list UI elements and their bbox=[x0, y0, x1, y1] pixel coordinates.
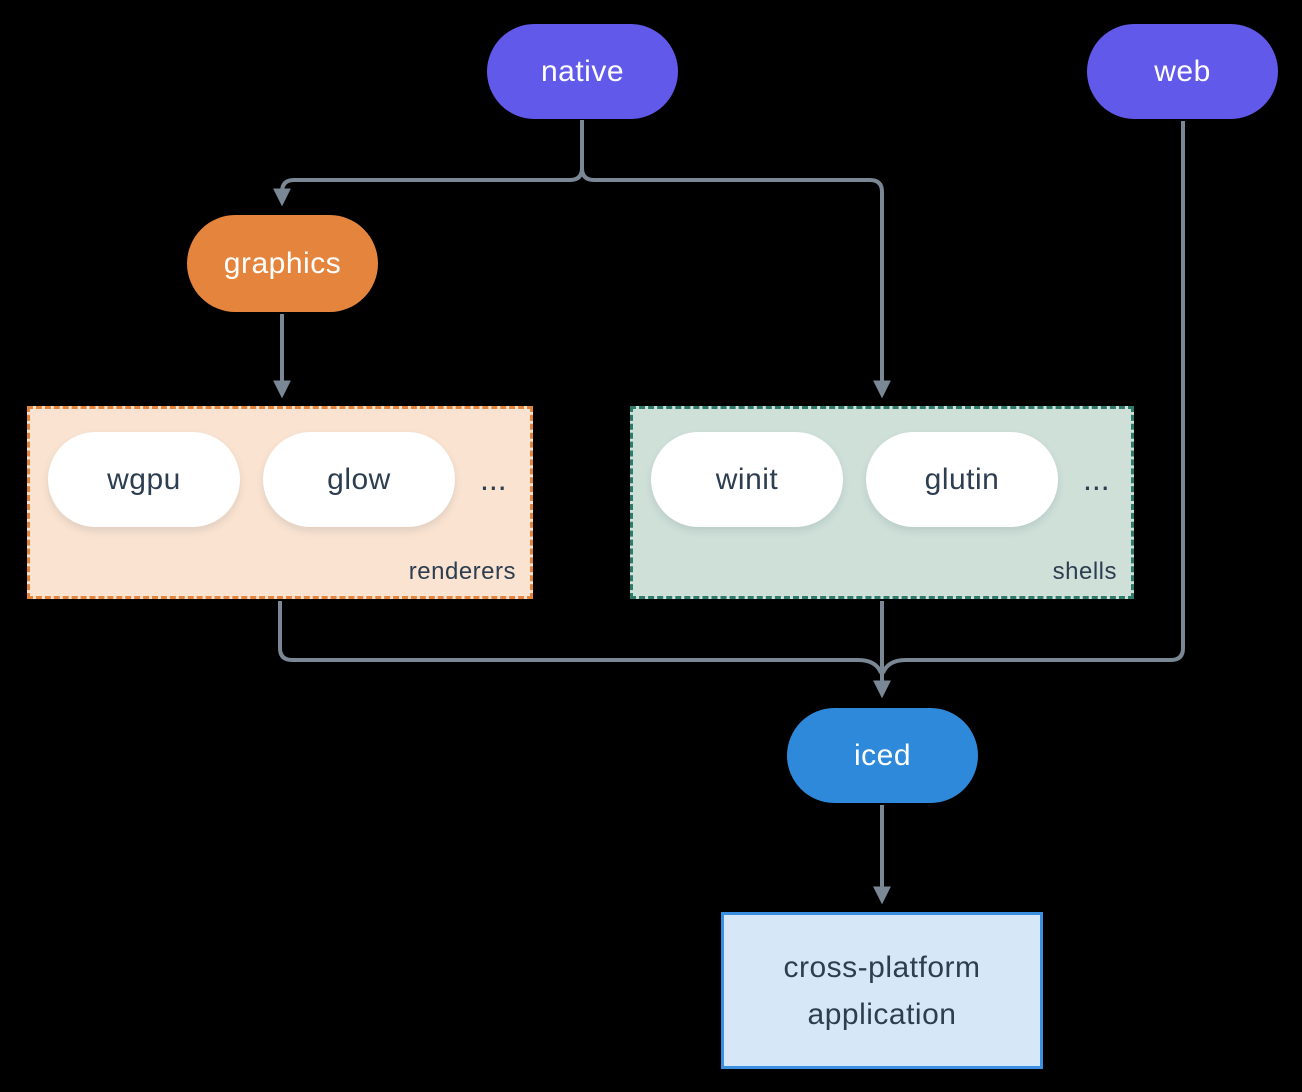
edge-web-merge bbox=[881, 121, 1185, 674]
pill-winit: winit bbox=[651, 432, 843, 527]
pill-glutin: glutin bbox=[866, 432, 1058, 527]
application-label-line1: cross-platform bbox=[783, 950, 981, 984]
node-iced: iced bbox=[787, 708, 978, 803]
group-shells: winit glutin ... shells bbox=[630, 406, 1134, 599]
renderers-group-label: renderers bbox=[408, 558, 516, 585]
node-graphics: graphics bbox=[187, 215, 378, 312]
shells-group-label: shells bbox=[1052, 558, 1117, 585]
pill-wgpu: wgpu bbox=[48, 432, 240, 527]
shells-row: winit glutin ... bbox=[651, 432, 1131, 527]
node-native-label: native bbox=[540, 54, 625, 88]
pill-winit-label: winit bbox=[715, 462, 779, 496]
renderers-ellipsis: ... bbox=[480, 461, 507, 497]
node-cross-platform-application: cross-platform application bbox=[721, 912, 1043, 1069]
renderers-row: wgpu glow ... bbox=[48, 432, 530, 527]
pill-glow-label: glow bbox=[327, 462, 391, 496]
pill-glutin-label: glutin bbox=[924, 462, 1000, 496]
pill-wgpu-label: wgpu bbox=[107, 462, 181, 496]
shells-ellipsis: ... bbox=[1083, 461, 1110, 497]
pill-glow: glow bbox=[263, 432, 455, 527]
group-renderers: wgpu glow ... renderers bbox=[27, 406, 533, 599]
node-web-label: web bbox=[1154, 54, 1211, 88]
node-web: web bbox=[1087, 24, 1278, 119]
edge-native-shells bbox=[580, 120, 891, 399]
application-label-line2: application bbox=[807, 997, 957, 1031]
edge-renderers-merge bbox=[278, 601, 883, 674]
node-graphics-label: graphics bbox=[223, 246, 342, 280]
edge-native-graphics bbox=[273, 120, 584, 207]
node-native: native bbox=[487, 24, 678, 119]
node-iced-label: iced bbox=[853, 738, 912, 772]
